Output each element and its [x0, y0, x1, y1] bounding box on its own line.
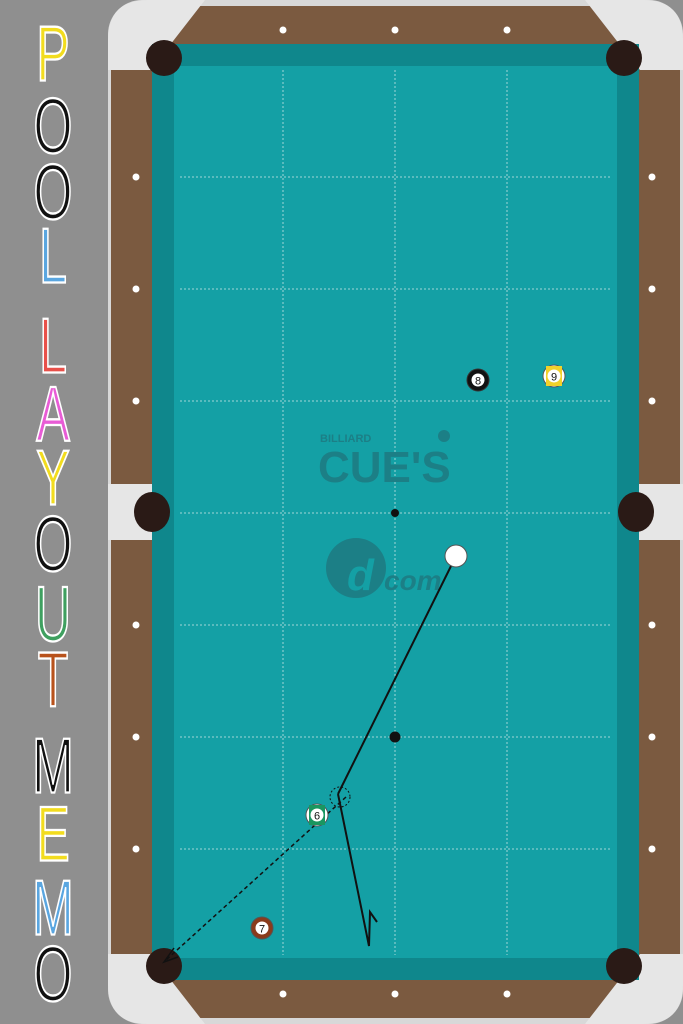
- cue-ball[interactable]: [444, 544, 468, 568]
- object-path-dashed: [165, 796, 347, 961]
- title-letter: O: [33, 82, 73, 170]
- object-path-arrowhead: [161, 947, 179, 964]
- title-letter: O: [33, 148, 73, 236]
- ball-7-number: 7: [259, 924, 265, 936]
- title-letter: Y: [36, 434, 71, 522]
- ball-8[interactable]: 8: [466, 368, 490, 392]
- rail-diamonds: [132, 26, 656, 998]
- watermark-logo-text: com: [384, 565, 442, 596]
- title-letter: L: [38, 212, 67, 300]
- ball-7[interactable]: 7: [250, 916, 274, 940]
- ghost-ball: [329, 786, 351, 808]
- diamond-grid: [180, 70, 610, 955]
- shot-lines: [161, 555, 457, 964]
- pocket-top-left: [146, 40, 182, 76]
- pocket-surround-bottom-right: [585, 954, 683, 1024]
- title-letter: P: [36, 10, 71, 98]
- pocket-bottom-left: [146, 948, 182, 984]
- pocket-bottom-right: [606, 948, 642, 984]
- pocket-surround-top-left: [108, 0, 205, 70]
- watermark-logo-circle: [326, 538, 386, 598]
- title-letter: E: [36, 790, 71, 878]
- title-letter: M: [31, 722, 74, 810]
- pockets: [134, 40, 654, 984]
- ball-8-number: 8: [475, 376, 481, 388]
- watermark-ball-icon: [438, 430, 450, 442]
- ball-9-number: 9: [551, 372, 557, 384]
- title-letter: T: [37, 636, 69, 724]
- title-letter: O: [33, 930, 73, 1018]
- ball-6-number: 6: [314, 811, 320, 823]
- title-letter: U: [34, 570, 72, 658]
- title-letter: L: [38, 302, 67, 390]
- head-spot: [389, 731, 401, 743]
- watermark-big: CUE'S: [318, 443, 451, 492]
- title-letter: O: [33, 500, 73, 588]
- center-spot: [391, 509, 399, 517]
- pocket-side-left: [134, 492, 170, 532]
- pocket-surround-top-right: [585, 0, 683, 70]
- watermark-logo-letter: d: [347, 551, 375, 600]
- title-letter: A: [36, 370, 71, 458]
- pocket-surround-bottom-left: [108, 954, 205, 1024]
- ball-9[interactable]: 9: [542, 364, 566, 388]
- cue-deflection-arrow: [337, 793, 378, 947]
- title-letter: M: [31, 864, 74, 952]
- pocket-top-right: [606, 40, 642, 76]
- watermark-small: BILLIARD: [320, 433, 371, 445]
- cue-path-line: [337, 555, 457, 795]
- pocket-side-right: [618, 492, 654, 532]
- watermark: BILLIARD CUE'S d com: [318, 430, 451, 600]
- ball-6[interactable]: 6: [305, 803, 329, 827]
